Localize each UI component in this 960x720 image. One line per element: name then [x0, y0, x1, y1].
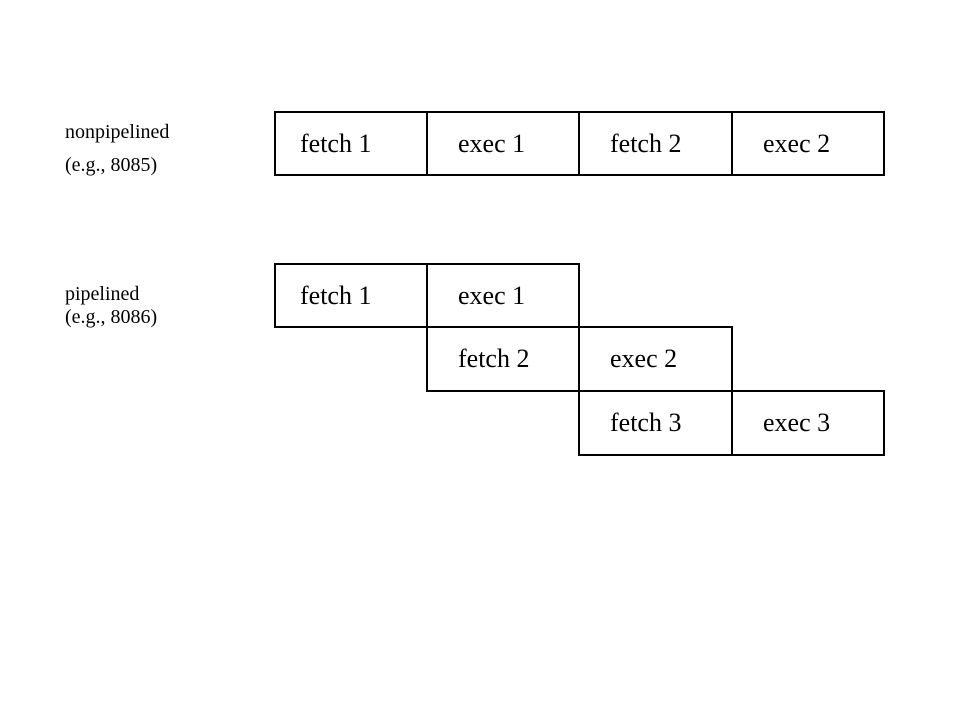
nonpipelined-exec-1-cell: exec 1: [426, 111, 580, 176]
cell-text: exec 1: [458, 280, 526, 310]
cell-text: exec 2: [763, 128, 831, 158]
pipelined-fetch-1-cell: fetch 1: [274, 263, 428, 328]
cell-text: fetch 1: [300, 128, 372, 158]
cell-text: fetch 2: [458, 344, 530, 373]
nonpipelined-example-label: (e.g., 8085): [65, 154, 158, 176]
pipelined-fetch-2-cell: fetch 2: [426, 326, 580, 392]
nonpipelined-fetch-2-cell: fetch 2: [578, 111, 733, 176]
nonpipelined-label: nonpipelined: [65, 121, 170, 143]
cell-text: exec 3: [763, 408, 831, 437]
cell-text: fetch 3: [610, 408, 682, 437]
pipelined-fetch-3-cell: fetch 3: [578, 390, 733, 456]
pipelined-label: pipelined: [65, 283, 140, 305]
cell-text: exec 1: [458, 128, 526, 158]
nonpipelined-fetch-1-cell: fetch 1: [274, 111, 428, 176]
cell-text: fetch 2: [610, 128, 682, 158]
pipelined-example-label: (e.g., 8086): [65, 306, 158, 328]
pipelined-exec-3-cell: exec 3: [731, 390, 885, 456]
pipelined-exec-1-cell: exec 1: [426, 263, 580, 328]
cell-text: fetch 1: [300, 280, 372, 310]
pipelined-exec-2-cell: exec 2: [578, 326, 733, 392]
nonpipelined-exec-2-cell: exec 2: [731, 111, 885, 176]
cell-text: exec 2: [610, 344, 678, 373]
